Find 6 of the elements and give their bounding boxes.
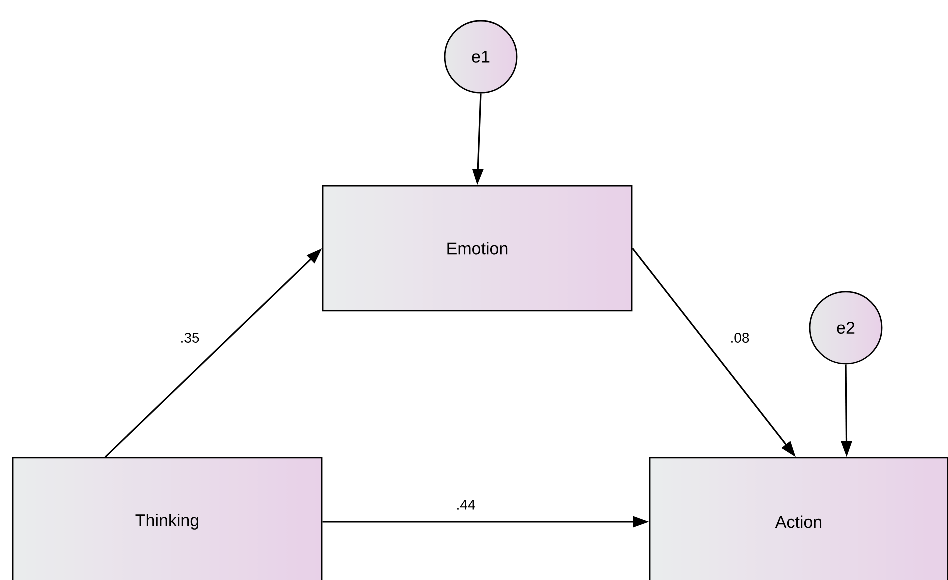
edge-label: .44 xyxy=(455,499,477,511)
variable-box: Emotion xyxy=(322,185,633,312)
edge-label: .35 xyxy=(179,332,201,344)
variable-box: Action xyxy=(649,457,948,580)
variable-box: Thinking xyxy=(12,457,323,580)
edge-label: .08 xyxy=(729,332,751,344)
